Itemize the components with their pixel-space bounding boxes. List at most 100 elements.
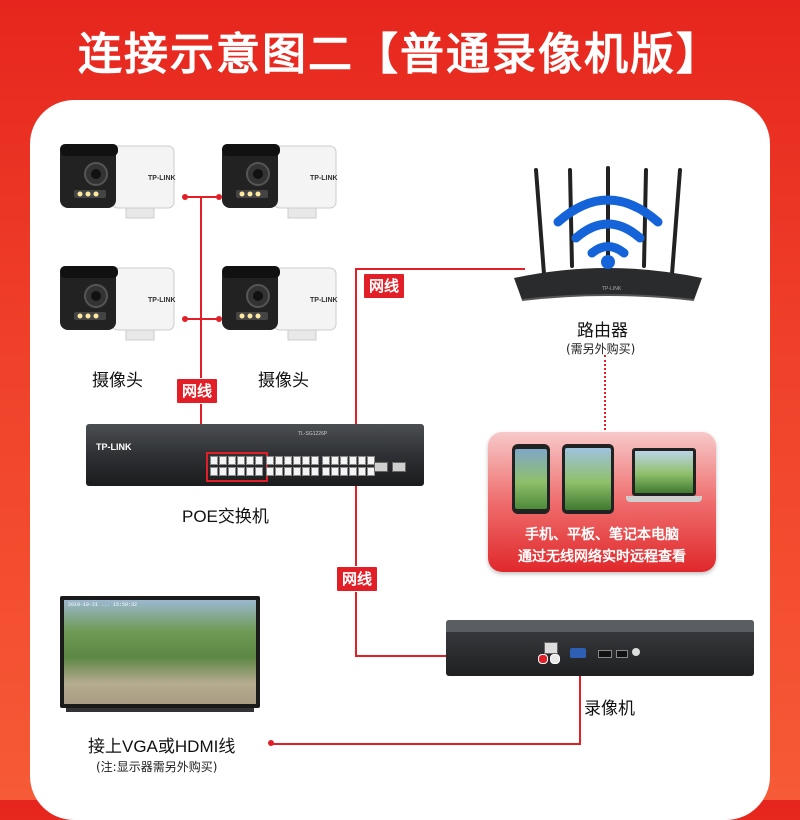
monitor-note: (注:显示器需另外购买) [96, 760, 218, 774]
vga-port [570, 648, 586, 658]
svg-text:TP-LINK: TP-LINK [310, 175, 338, 182]
switch-port [246, 467, 254, 476]
switch-port [331, 456, 339, 465]
router-note: (需另外购买) [566, 342, 636, 356]
camera-cable [200, 197, 202, 460]
switch-port [275, 456, 283, 465]
switch-port [349, 467, 357, 476]
camera-bottom-right: TP-LINK [222, 262, 340, 352]
camera-icon: TP-LINK [222, 266, 338, 341]
sfp-port [374, 462, 388, 472]
junction-dot [182, 194, 188, 200]
camera-cable-stub-bottom-right [201, 318, 219, 320]
switch-brand: TP-LINK [96, 442, 132, 452]
junction-dot [182, 316, 188, 322]
remote-card-line1: 手机、平板、笔记本电脑 [525, 527, 679, 543]
switch-port [210, 456, 218, 465]
nvr-cable-horizontal [355, 655, 455, 657]
remote-view-card: 手机、平板、笔记本电脑 通过无线网络实时远程查看 [488, 432, 716, 572]
monitor-stand [66, 708, 254, 712]
nvr-label: 录像机 [584, 699, 635, 719]
router-cable-vertical [355, 268, 357, 468]
camera-icon: TP-LINK [60, 266, 176, 341]
audio-port [550, 654, 560, 664]
switch-port [219, 467, 227, 476]
camera-top-right: TP-LINK [222, 140, 340, 230]
camera-cable-stub-top-right [201, 196, 219, 198]
wireless-link-dotted [604, 355, 606, 430]
switch-port [237, 467, 245, 476]
switch-port [302, 467, 310, 476]
switch-port [255, 467, 263, 476]
switch-model: TL-SG1226P [298, 431, 328, 437]
switch-port [228, 467, 236, 476]
router-icon: TP-LINK [514, 166, 702, 301]
camera-icon: TP-LINK [60, 144, 176, 219]
junction-dot [216, 194, 222, 200]
cable-tag-camera: 网线 [176, 378, 219, 404]
hdmi-port [598, 650, 612, 658]
switch-port [302, 456, 310, 465]
phone-icon [512, 444, 550, 514]
junction-dot [216, 316, 222, 322]
nvr-cable-vertical [355, 470, 357, 656]
switch-port [311, 456, 319, 465]
monitor-cable-horizontal [272, 743, 581, 745]
tablet-icon [562, 444, 614, 514]
monitor-label: 接上VGA或HDMI线 [88, 737, 236, 756]
router-cable-horizontal [355, 268, 525, 270]
laptop-icon [626, 448, 702, 512]
lan-port [544, 642, 558, 654]
switch-port [311, 467, 319, 476]
switch-port [367, 456, 375, 465]
switch-port [228, 456, 236, 465]
switch-port [210, 467, 218, 476]
camera-cable-stub-top-left [184, 196, 202, 198]
router: TP-LINK [510, 166, 706, 306]
svg-text:TP-LINK: TP-LINK [310, 297, 338, 304]
sfp-port [392, 462, 406, 472]
switch-port [266, 456, 274, 465]
svg-text:TP-LINK: TP-LINK [148, 175, 176, 182]
camera-cable-stub-bottom-left [184, 318, 202, 320]
switch-port [255, 456, 263, 465]
switch-label: POE交换机 [182, 507, 269, 526]
svg-text:TP-LINK: TP-LINK [148, 297, 176, 304]
switch-port [293, 467, 301, 476]
nvr-top-edge [446, 620, 754, 632]
switch-port [284, 456, 292, 465]
switch-port [237, 456, 245, 465]
monitor: 2019-10-21 ... 15:59:32 [60, 596, 260, 720]
power-port [632, 648, 640, 656]
nvr-recorder [446, 620, 754, 676]
switch-port [219, 456, 227, 465]
camera-label-right: 摄像头 [258, 371, 309, 391]
monitor-cable-vertical [579, 655, 581, 745]
usb-port [616, 650, 628, 658]
poe-switch: TP-LINK TL-SG1226P [86, 424, 424, 486]
switch-port [358, 456, 366, 465]
switch-port [322, 456, 330, 465]
camera-top-left: TP-LINK [60, 140, 178, 230]
junction-dot [268, 740, 274, 746]
monitor-screen: 2019-10-21 ... 15:59:32 [60, 596, 260, 708]
cable-tag-router: 网线 [363, 273, 406, 299]
remote-card-line2: 通过无线网络实时远程查看 [518, 549, 686, 565]
camera-label-left: 摄像头 [92, 371, 143, 391]
switch-port [340, 467, 348, 476]
switch-port [284, 467, 292, 476]
switch-port [246, 456, 254, 465]
switch-port [340, 456, 348, 465]
camera-bottom-left: TP-LINK [60, 262, 178, 352]
switch-port [322, 467, 330, 476]
svg-text:TP-LINK: TP-LINK [602, 286, 622, 292]
camera-icon: TP-LINK [222, 144, 338, 219]
switch-port [331, 467, 339, 476]
switch-port [358, 467, 366, 476]
switch-port [266, 467, 274, 476]
router-label: 路由器 [577, 321, 628, 341]
switch-port [293, 456, 301, 465]
cable-tag-nvr: 网线 [336, 566, 379, 592]
page-title: 连接示意图二【普通录像机版】 [78, 29, 722, 80]
audio-port [538, 654, 548, 664]
